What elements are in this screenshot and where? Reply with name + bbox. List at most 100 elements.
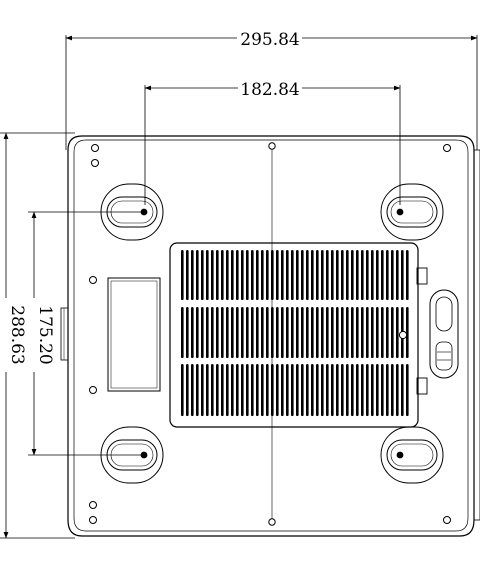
vent-slot [371,364,374,416]
vent-slot [351,250,354,300]
vent-slot [361,307,364,358]
vent-slot [371,250,374,300]
foot-spacing-y-label: 175.20 [35,305,55,364]
rubber-foot [100,426,164,484]
vent-slot [231,364,234,416]
vent-slot [296,250,299,300]
vent-slot [371,307,374,358]
screw-hole [89,386,97,394]
vent-slot [271,364,274,416]
vent-slot [201,250,204,300]
vent-slot [286,307,289,358]
vent-slot [331,364,334,416]
vent-slot [206,364,209,416]
vent-slot [396,364,399,416]
vent-slot [231,307,234,358]
vent-slot [381,364,384,416]
vent-slot [261,250,264,300]
vent-slot [276,307,279,358]
panel-latch [416,267,428,285]
vent-slot [341,250,344,300]
vent-slot [186,364,189,416]
vent-slot [336,250,339,300]
vent-slot [391,250,394,300]
slide-switch [429,289,459,379]
dimension-foot-spacing-x: 182.84 [144,80,401,205]
vent-slot [286,250,289,300]
vent-slot [201,307,204,358]
vent-slot [326,250,329,300]
vent-slot [311,307,314,358]
screw-hole [91,159,99,167]
vent-slot [191,250,194,300]
vent-slot [346,364,349,416]
vent-slot [291,307,294,358]
center-hole-top [268,142,276,150]
vent-slot [216,307,219,358]
vent-slot [386,250,389,300]
vent-slot [401,364,404,416]
vent-slot [226,307,229,358]
vent-slot [246,250,249,300]
vent-slot [351,307,354,358]
vent-slot [306,307,309,358]
vent-slot [306,364,309,416]
vent-slot [246,307,249,358]
vent-slot [361,364,364,416]
vent-slot [301,307,304,358]
vent-slot [326,307,329,358]
vent-slot [396,307,399,358]
vent-slot [311,250,314,300]
foot-spacing-x-label: 182.84 [240,80,299,100]
vent-slot [331,250,334,300]
vent-slot [206,307,209,358]
vent-slot [241,364,244,416]
vent-slot [396,250,399,300]
vent-slot [321,364,324,416]
device-body-outline [60,135,480,537]
vent-slot [311,364,314,416]
vent-slot [196,250,199,300]
vent-slot [186,250,189,300]
vent-slot [341,364,344,416]
vent-slot [356,307,359,358]
vent-slot [211,307,214,358]
panel-screw [398,330,408,340]
vent-slot [241,250,244,300]
vent-slot [316,250,319,300]
vent-slot [221,364,224,416]
vent-slot [336,364,339,416]
vent-slot [241,307,244,358]
vent-slot [391,307,394,358]
vent-slot [246,364,249,416]
vent-slot [331,307,334,358]
vent-slot [266,307,269,358]
vent-slot [211,250,214,300]
vent-slot [256,364,259,416]
vent-slot [356,250,359,300]
vent-slot [206,250,209,300]
screw-hole [443,516,451,524]
vent-slot [406,307,409,358]
vent-slot [391,364,394,416]
vent-slot [296,307,299,358]
vent-slot [191,307,194,358]
vent-slot [366,364,369,416]
vent-slot [231,250,234,300]
vent-slots [181,250,409,416]
vent-slot [346,307,349,358]
vent-panel [169,242,428,428]
vent-slot [366,307,369,358]
screw-holes [89,144,451,524]
dimension-overall-width: 295.84 [65,30,478,150]
vent-slot [226,364,229,416]
vent-slot [251,364,254,416]
vent-slot [236,364,239,416]
vent-slot [191,364,194,416]
vent-slot [401,250,404,300]
vent-slot [301,250,304,300]
vent-slot [386,364,389,416]
screw-hole [89,276,97,284]
vent-slot [281,364,284,416]
